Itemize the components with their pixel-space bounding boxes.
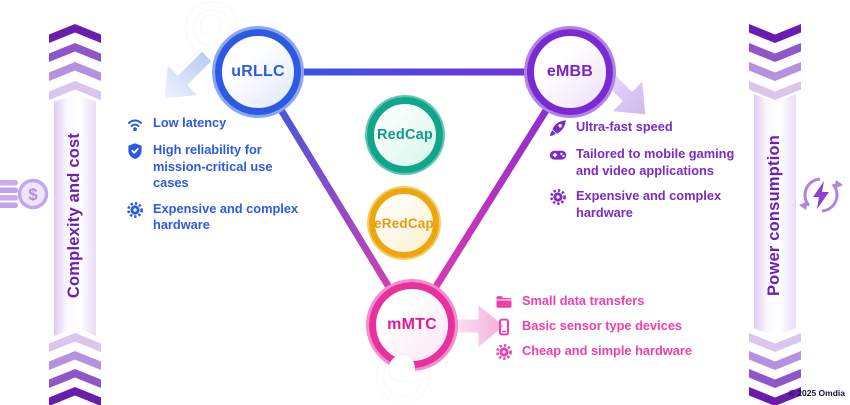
embb-feature-list: Ultra-fast speed Tailored to mobile gami… — [549, 119, 749, 230]
node-mmtc: mMTC — [369, 282, 455, 368]
feature-text: Basic sensor type devices — [522, 318, 683, 333]
list-item: Expensive and complex hardware — [549, 188, 749, 221]
list-item: Cheap and simple hardware — [495, 343, 715, 361]
feature-text: Cheap and simple hardware — [522, 343, 692, 358]
power-axis-bar: Power consumption — [754, 94, 796, 336]
feature-text: Small data transfers — [522, 293, 645, 308]
urllc-direction-arrow — [161, 48, 215, 102]
node-mmtc-label: mMTC — [387, 316, 437, 333]
mmtc-feature-list: Small data transfers Basic sensor type d… — [495, 293, 715, 368]
node-embb-label: eMBB — [546, 63, 594, 80]
list-item: Low latency — [126, 115, 311, 133]
list-item: Tailored to mobile gaming and video appl… — [549, 146, 749, 179]
feature-text: Expensive and complex hardware — [153, 200, 299, 233]
node-urllc-label: uRLLC — [231, 63, 285, 80]
folder-icon — [496, 296, 512, 308]
copyright-text: © 2025 Omdia — [788, 388, 845, 398]
energy-cycle-icon — [799, 177, 843, 213]
node-redcap: RedCap — [367, 97, 443, 173]
decorative-dot-top — [201, 15, 221, 35]
feature-text: Ultra-fast speed — [576, 119, 673, 134]
list-item: Expensive and complex hardware — [126, 201, 311, 234]
urllc-feature-list: Low latency High reliability for mission… — [126, 115, 311, 243]
chip-icon — [127, 201, 143, 218]
list-item: Basic sensor type devices — [495, 318, 715, 336]
node-eredcap-label: eRedCap — [374, 215, 434, 231]
chip-icon — [550, 189, 566, 205]
node-eredcap: eRedCap — [369, 188, 439, 258]
rocket-icon — [550, 120, 566, 136]
chip-icon — [496, 344, 512, 360]
shield-icon — [128, 143, 142, 159]
complexity-axis-bar: Complexity and cost — [54, 94, 96, 336]
sensor-device-icon — [499, 318, 509, 336]
list-item: High reliability for mission-critical us… — [126, 142, 311, 192]
node-embb: eMBB — [527, 29, 613, 115]
power-axis-label: Power consumption — [765, 134, 784, 296]
gamepad-icon — [549, 150, 567, 160]
feature-text: High reliability for mission-critical us… — [153, 142, 273, 190]
complexity-axis-label: Complexity and cost — [65, 132, 84, 298]
wifi-icon — [128, 119, 142, 132]
list-item: Ultra-fast speed — [549, 119, 749, 137]
node-urllc: uRLLC — [215, 29, 301, 115]
feature-text: Tailored to mobile gaming and video appl… — [576, 146, 735, 178]
decorative-ring-top — [186, 2, 238, 54]
decorative-dot-bottom — [389, 355, 415, 381]
list-item: Small data transfers — [495, 293, 715, 311]
feature-text: Low latency — [153, 115, 227, 130]
node-redcap-label: RedCap — [377, 127, 433, 143]
dollar-symbol: $ — [28, 185, 38, 204]
coins-icon: $ — [0, 178, 49, 210]
feature-text: Expensive and complex hardware — [576, 188, 722, 220]
